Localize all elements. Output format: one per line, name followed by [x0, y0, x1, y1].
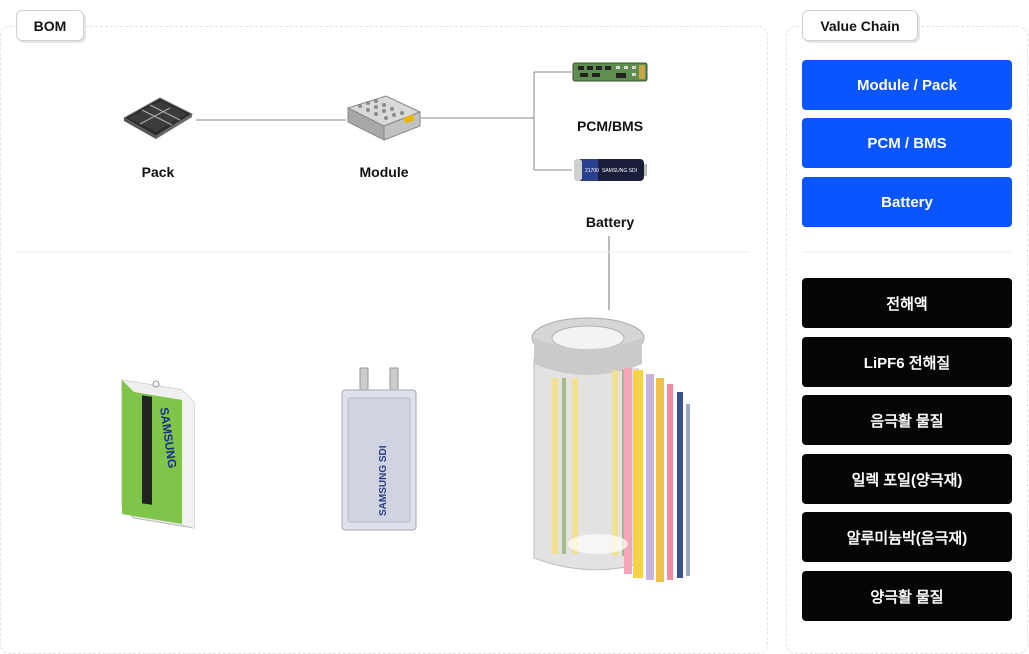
- cell-brand-text: SAMSUNG SDI: [602, 168, 637, 174]
- material-cathode-active-button[interactable]: 양극활 물질: [802, 571, 1012, 621]
- bom-tab[interactable]: BOM: [16, 10, 84, 41]
- battery-cutaway-image[interactable]: [528, 308, 694, 588]
- material-electro-foil-button[interactable]: 일렉 포일(양극재): [802, 454, 1012, 504]
- cell-model-text: 21700: [585, 168, 599, 174]
- material-electrolyte-button[interactable]: 전해액: [802, 278, 1012, 328]
- material-lipf6-button[interactable]: LiPF6 전해질: [802, 337, 1012, 387]
- value-chain-module-pack-button[interactable]: Module / Pack: [802, 60, 1012, 110]
- value-chain-tab[interactable]: Value Chain: [802, 10, 918, 41]
- pcm-bms-image[interactable]: [572, 61, 648, 83]
- pouch-battery-brand-text: SAMSUNG SDI: [378, 445, 389, 516]
- battery-cell-image[interactable]: 21700 SAMSUNG SDI: [572, 156, 648, 184]
- pack-image[interactable]: [120, 94, 196, 140]
- material-aluminum-foil-button[interactable]: 알루미늄박(음극재): [802, 512, 1012, 562]
- module-label: Module: [359, 164, 409, 180]
- material-anode-active-button[interactable]: 음극활 물질: [802, 395, 1012, 445]
- pouch-battery-image[interactable]: SAMSUNG SDI: [338, 366, 420, 534]
- value-chain-pcm-bms-button[interactable]: PCM / BMS: [802, 118, 1012, 168]
- pcm-bms-label: PCM/BMS: [576, 118, 644, 134]
- module-image[interactable]: [346, 94, 422, 144]
- phone-battery-image[interactable]: SAMSUNG: [118, 374, 198, 532]
- battery-label: Battery: [585, 214, 635, 230]
- value-chain-battery-button[interactable]: Battery: [802, 177, 1012, 227]
- pack-label: Pack: [141, 164, 175, 180]
